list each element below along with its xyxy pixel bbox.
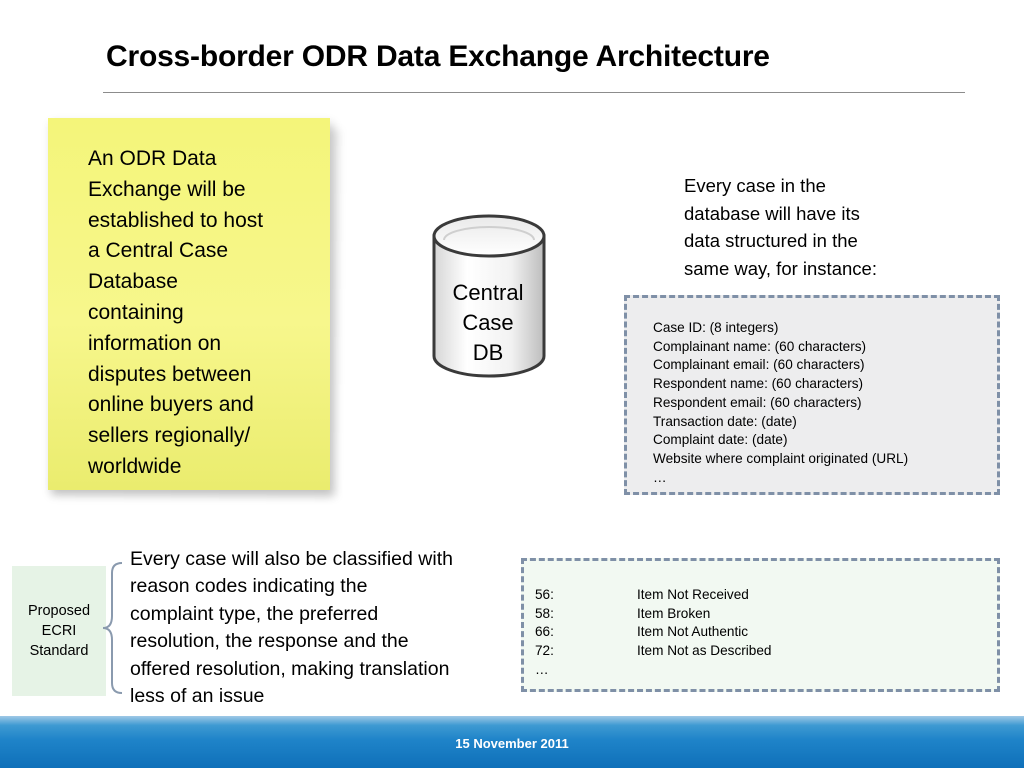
case-fields-list: Case ID: (8 integers) Complainant name: … (653, 319, 993, 487)
case-field: Website where complaint originated (URL) (653, 450, 909, 466)
reason-code-label: Item Not Received (637, 587, 749, 602)
reason-codes-ellipsis: … (535, 661, 549, 677)
reason-code-row: 66: Item Not Authentic (535, 623, 955, 642)
reason-code-label: Item Not Authentic (637, 624, 749, 640)
classification-line: offered resolution, making translation (130, 657, 450, 680)
intro-line: data structured in the (684, 230, 858, 251)
left-brace-icon (102, 562, 123, 694)
sticky-line: containing (88, 300, 184, 324)
sticky-line: online buyers and (88, 393, 254, 417)
case-field: Transaction date: (date) (653, 413, 797, 429)
classification-text: Every case will also be classified with … (130, 546, 514, 710)
reason-code-row: 72: Item Not as Described (535, 642, 955, 661)
reason-codes-list: 56: Item Not Received 58: Item Broken 66: I… (535, 586, 955, 680)
classification-line: complaint type, the preferred (130, 602, 379, 625)
footer-date: 15 November 2011 (455, 736, 569, 751)
sticky-line: Database (88, 270, 178, 294)
sticky-note (48, 118, 330, 490)
database-label-line: Case (462, 310, 514, 335)
intro-line: database will have its (684, 202, 860, 224)
reason-code-row: 58: Item Broken (535, 605, 955, 624)
reason-code-label: Item Broken (637, 605, 711, 621)
case-field: Complainant name: (60 characters) (653, 338, 867, 354)
case-field: Complaint date: (date) (653, 432, 788, 448)
sticky-line: sellers regionally/ (88, 424, 251, 448)
intro-line: Every case in the (684, 175, 826, 196)
sticky-line: worldwide (88, 454, 182, 478)
case-fields-box (624, 295, 1000, 495)
slide-title: Cross-border ODR Data Exchange Architect… (106, 40, 770, 73)
intro-line: same way, for instance: (684, 257, 877, 279)
classification-line: reason codes indicating the (130, 575, 368, 598)
database-cylinder-icon (432, 214, 546, 378)
sticky-line: established to host (88, 208, 264, 232)
database-label-line: Central (452, 280, 524, 305)
case-field: Case ID: (8 integers) (653, 320, 779, 335)
sticky-line: a Central Case (88, 239, 229, 263)
proposed-standard-label: Proposed ECRI Standard (12, 601, 106, 661)
footer-band (0, 716, 1024, 768)
proposed-standard-box (12, 566, 106, 696)
standard-line: Proposed (27, 603, 91, 619)
reason-codes-box (521, 558, 1000, 692)
structure-intro-text: Every case in the database will have its… (684, 172, 944, 282)
classification-line: less of an issue (130, 685, 265, 708)
database-label-line: DB (472, 340, 504, 365)
case-field-ellipsis: … (653, 469, 667, 485)
sticky-line: An ODR Data (88, 147, 217, 170)
standard-line: ECRI (41, 623, 77, 639)
reason-code-label: Item Not as Described (637, 643, 772, 659)
title-divider (103, 92, 965, 93)
reason-code: 56: (535, 587, 554, 602)
reason-code: 66: (535, 624, 554, 640)
reason-code: 72: (535, 643, 554, 659)
sticky-line: disputes between (88, 362, 252, 386)
standard-line: Standard (29, 643, 89, 659)
classification-line: resolution, the response and the (130, 630, 409, 653)
sticky-line: information on (88, 331, 222, 355)
case-field: Respondent email: (60 characters) (653, 394, 862, 410)
sticky-line: Exchange will be (88, 177, 246, 201)
case-field: Complainant email: (60 characters) (653, 357, 865, 373)
reason-code-row: 56: Item Not Received (535, 586, 955, 605)
case-field: Respondent name: (60 characters) (653, 376, 864, 392)
classification-line: Every case will also be classified with (130, 548, 453, 570)
reason-code: 58: (535, 605, 554, 621)
database-label: Central Case DB (433, 278, 543, 368)
sticky-note-text: An ODR Data Exchange will be established… (88, 144, 310, 483)
